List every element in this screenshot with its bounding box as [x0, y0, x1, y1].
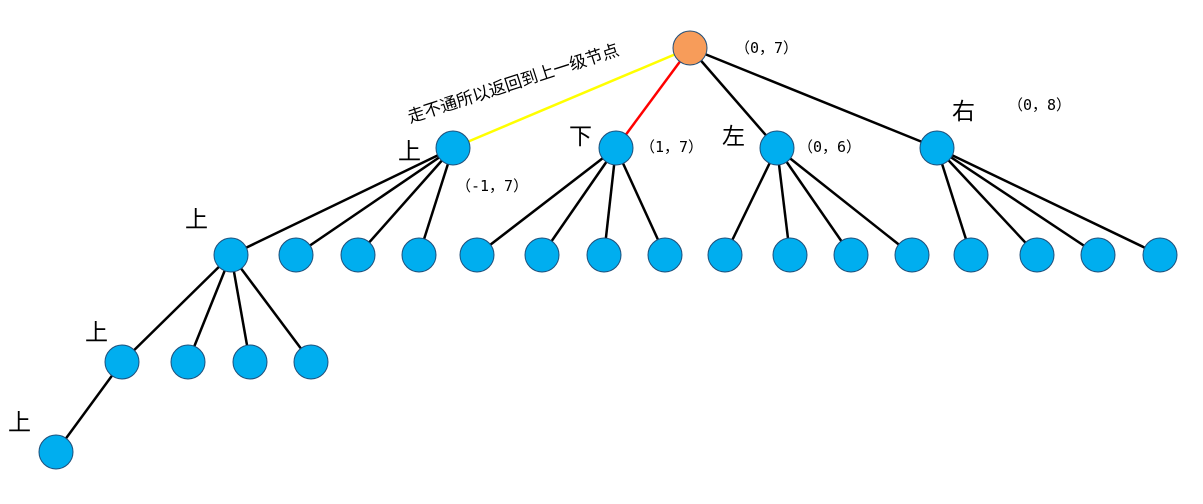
edge-left-l4: [776, 147, 913, 256]
edge-root-left: [689, 47, 778, 149]
tree-node-b1: [38, 434, 74, 470]
tree-node-left: [759, 130, 795, 166]
root-node: [672, 30, 708, 66]
tree-nodes: [38, 30, 1178, 470]
tree-node-r1: [953, 237, 989, 273]
tree-node-r3: [1080, 237, 1116, 273]
tree-node-r4: [1142, 237, 1178, 273]
edge-right-r4: [936, 146, 1161, 257]
tree-node-d1: [459, 237, 495, 273]
tree-node-a4: [293, 344, 329, 380]
edge-u1-a2: [186, 254, 233, 363]
tree-node-d3: [586, 237, 622, 273]
dir-label-up: 上: [398, 139, 421, 165]
dir-label-level3-up: 上: [85, 320, 108, 346]
edge-up-u4: [417, 147, 455, 256]
root-coord: （0，7）: [735, 39, 798, 57]
edge-u1-a4: [229, 254, 313, 363]
edge-right-r2: [936, 147, 1038, 256]
edge-up-u2: [295, 146, 454, 257]
coord-down: （1，7）: [640, 138, 703, 156]
tree-node-u1: [213, 237, 249, 273]
tree-node-r2: [1019, 237, 1055, 273]
edge-left-l2: [775, 147, 792, 256]
coord-up: （-1，7）: [456, 177, 528, 195]
tree-node-l2: [772, 237, 808, 273]
edge-left-l1: [723, 147, 779, 256]
tree-node-down: [598, 130, 634, 166]
edge-right-r1: [935, 147, 973, 256]
edge-u1-a1: [121, 254, 232, 363]
tree-node-d2: [524, 237, 560, 273]
tree-node-l1: [707, 237, 743, 273]
edge-root-down: [614, 47, 692, 149]
dir-label-right: 右: [952, 99, 975, 125]
edge-down-d1: [476, 147, 617, 256]
tree-node-l4: [894, 237, 930, 273]
dir-label-level4-up: 上: [8, 410, 31, 436]
coord-right: （0，8）: [1008, 96, 1071, 114]
edge-u1-a3: [229, 254, 252, 363]
edge-root-up: [452, 46, 691, 150]
tree-node-right: [919, 130, 955, 166]
tree-node-d4: [647, 237, 683, 273]
edge-down-d4: [614, 147, 667, 256]
tree-node-u3: [340, 237, 376, 273]
tree-node-up: [435, 130, 471, 166]
edge-up-u1: [230, 146, 454, 257]
edge-a1-b1: [54, 361, 124, 453]
dir-label-down: 下: [569, 124, 592, 150]
edge-down-d2: [540, 147, 618, 256]
tree-node-a1: [104, 344, 140, 380]
tree-node-a3: [232, 344, 268, 380]
coord-left: （0，6）: [798, 138, 861, 156]
edge-root-right: [689, 46, 938, 150]
tree-edges: [54, 46, 1161, 453]
backtrack-note: 走不通所以返回到上一级节点: [405, 40, 621, 127]
tree-node-u2: [278, 237, 314, 273]
edge-down-d3: [602, 147, 618, 256]
dir-label-level2-up: 上: [185, 207, 208, 233]
edge-up-u3: [357, 147, 454, 256]
dir-label-left: 左: [722, 124, 745, 150]
tree-node-l3: [833, 237, 869, 273]
tree-node-u4: [401, 237, 437, 273]
edge-left-l3: [775, 147, 853, 256]
edge-right-r3: [936, 146, 1099, 257]
tree-node-a2: [170, 344, 206, 380]
